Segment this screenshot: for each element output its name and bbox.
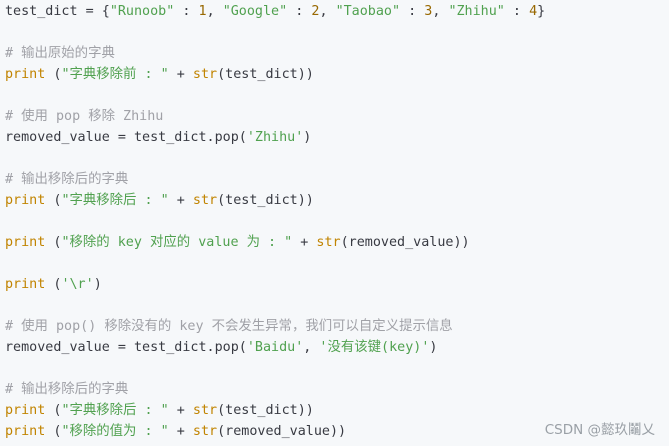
code-token: str (192, 403, 218, 418)
code-token: , (432, 4, 449, 19)
code-token: str (192, 424, 218, 439)
code-token: "Google" (222, 4, 288, 19)
code-token: # 输出移除后的字典 (5, 172, 129, 187)
code-token: print (5, 424, 46, 439)
code-line: # 输出移除后的字典 (5, 380, 128, 400)
code-token: "Runoob" (109, 4, 175, 19)
code-token: str (192, 193, 218, 208)
code-token: ) (429, 340, 438, 355)
code-token: 4 (529, 4, 538, 19)
code-token: # 使用 pop() 移除没有的 key 不会发生异常，我们可以自定义提示信息 (5, 319, 453, 334)
code-line: # 输出移除后的字典 (5, 170, 128, 190)
code-token: "字典移除前 : " (61, 67, 169, 82)
code-token: removed_value = test_dict.pop( (5, 130, 247, 145)
code-token: ( (45, 67, 62, 82)
code-token: : (400, 4, 425, 19)
code-token: print (5, 277, 46, 292)
code-token: ( (45, 277, 62, 292)
code-token: "移除的 key 对应的 value 为 : " (61, 235, 293, 250)
code-token: str (192, 67, 218, 82)
code-token: } (537, 4, 546, 19)
code-token: , (206, 4, 223, 19)
code-token: + (292, 235, 317, 250)
code-token: # 使用 pop 移除 Zhihu (5, 109, 164, 124)
code-token: 'Baidu' (246, 340, 304, 355)
code-line: # 输出原始的字典 (5, 44, 115, 64)
code-line: print ("移除的 key 对应的 value 为 : " + str(re… (5, 233, 470, 253)
code-token: ( (45, 403, 62, 418)
code-token: "Zhihu" (448, 4, 505, 19)
code-token: (test_dict)) (217, 67, 314, 82)
code-token: 3 (424, 4, 433, 19)
code-token: 1 (198, 4, 207, 19)
code-token: # 输出原始的字典 (5, 46, 115, 61)
code-token: + (168, 424, 193, 439)
csdn-watermark: CSDN @懿玖鬮乂 (544, 422, 655, 438)
code-token: : (174, 4, 199, 19)
code-token: print (5, 193, 46, 208)
code-token: ( (45, 193, 62, 208)
code-line: print ("移除的值为 : " + str(removed_value)) (5, 422, 346, 442)
code-token: + (168, 403, 193, 418)
code-token: test_dict = { (5, 4, 110, 19)
code-token: removed_value = test_dict.pop( (5, 340, 247, 355)
code-token: 'Zhihu' (246, 130, 304, 145)
code-token: '\r' (61, 277, 94, 292)
code-token: , (303, 340, 320, 355)
code-token: + (168, 193, 193, 208)
code-token: "移除的值为 : " (61, 424, 169, 439)
code-token: print (5, 67, 46, 82)
code-token: str (316, 235, 341, 250)
code-line: print ('\r') (5, 275, 102, 295)
code-line: # 使用 pop() 移除没有的 key 不会发生异常，我们可以自定义提示信息 (5, 317, 453, 337)
code-token: , (319, 4, 336, 19)
code-token: "Taobao" (335, 4, 401, 19)
code-token: print (5, 403, 46, 418)
code-token: '没有该键(key)' (319, 340, 430, 355)
code-token: ( (45, 424, 62, 439)
code-token: (removed_value)) (340, 235, 470, 250)
code-token: ) (303, 130, 312, 145)
code-line: removed_value = test_dict.pop('Baidu', '… (5, 338, 437, 358)
code-token: 2 (311, 4, 320, 19)
code-token: print (5, 235, 46, 250)
code-line: print ("字典移除后 : " + str(test_dict)) (5, 401, 314, 421)
code-line: test_dict = {"Runoob" : 1, "Google" : 2,… (5, 2, 545, 22)
code-line: removed_value = test_dict.pop('Zhihu') (5, 128, 311, 148)
code-token: ( (45, 235, 62, 250)
code-token: (removed_value)) (217, 424, 347, 439)
code-token: + (168, 67, 193, 82)
code-line: print ("字典移除后 : " + str(test_dict)) (5, 191, 314, 211)
code-token: : (504, 4, 530, 19)
code-line: print ("字典移除前 : " + str(test_dict)) (5, 65, 314, 85)
code-token: "字典移除后 : " (61, 193, 169, 208)
code-token: (test_dict)) (217, 193, 314, 208)
code-token: "字典移除后 : " (61, 403, 169, 418)
code-line: # 使用 pop 移除 Zhihu (5, 107, 163, 127)
code-token: : (287, 4, 312, 19)
code-token: (test_dict)) (217, 403, 314, 418)
code-token: ) (93, 277, 102, 292)
code-token: # 输出移除后的字典 (5, 382, 129, 397)
